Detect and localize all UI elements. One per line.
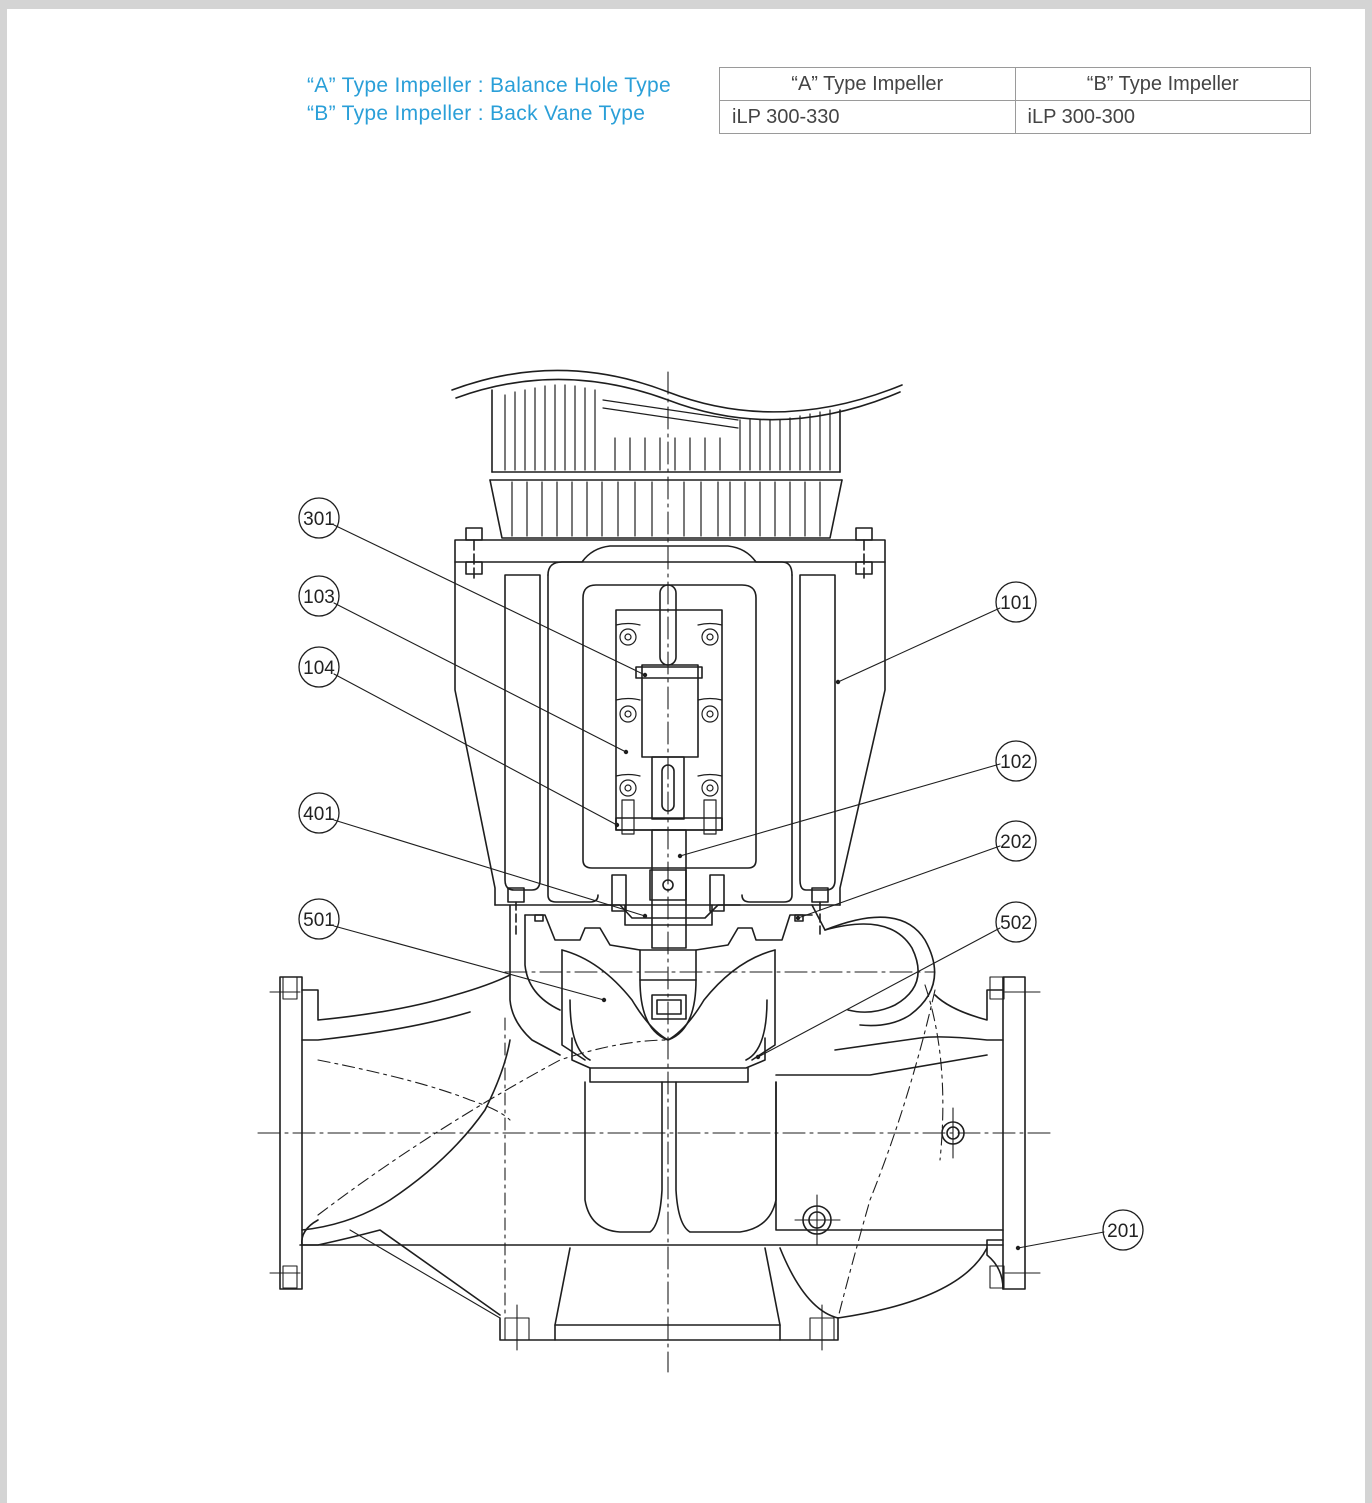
callout-103: 103 — [303, 587, 335, 608]
pump-casing — [269, 974, 1041, 1351]
motor-flange — [454, 527, 886, 579]
motor-section — [451, 369, 903, 539]
model-b-type: iLP 300-300 — [1014, 100, 1311, 134]
legend-line-a: “A” Type Impeller : Balance Hole Type — [307, 74, 671, 97]
callout-201: 201 — [1107, 1221, 1139, 1242]
leader-lines — [333, 524, 1105, 1319]
callout-102: 102 — [1000, 752, 1032, 773]
callout-balloons — [298, 497, 1144, 1251]
model-a-type: iLP 300-330 — [719, 100, 1016, 134]
callout-501: 501 — [303, 910, 335, 931]
impeller-type-legend: “A” Type Impeller : Balance Hole Type “B… — [307, 72, 671, 128]
callout-104: 104 — [303, 658, 335, 679]
callout-101: 101 — [1000, 593, 1032, 614]
callout-401: 401 — [303, 804, 335, 825]
impeller-model-table: “A” Type Impeller “B” Type Impeller iLP … — [719, 67, 1311, 134]
callout-202: 202 — [1000, 832, 1032, 853]
impeller — [561, 949, 776, 1083]
callout-labels: 301 103 104 401 501 101 102 202 502 201 — [303, 509, 1139, 1242]
table-row: iLP 300-330 iLP 300-300 — [719, 100, 1311, 134]
callout-301: 301 — [303, 509, 335, 530]
coupling — [615, 584, 723, 949]
motor-bracket — [454, 545, 886, 906]
leader-dots — [601, 672, 1021, 1251]
callout-502: 502 — [1000, 913, 1032, 934]
legend-line-b: “B” Type Impeller : Back Vane Type — [307, 102, 646, 125]
seal-casing-cover — [507, 874, 936, 1056]
